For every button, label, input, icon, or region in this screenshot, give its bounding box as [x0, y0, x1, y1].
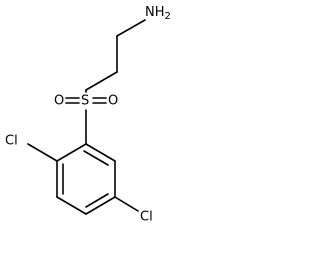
bond-ring-cl-ortho: [27, 143, 58, 162]
amine-label: NH2: [145, 5, 171, 23]
ring-inner-bond-a: [83, 150, 109, 166]
bond-c2-c3: [85, 71, 118, 91]
chemical-structure: NH2 S O O Cl Cl: [5, 5, 171, 225]
chlorine-ortho-label: Cl: [5, 134, 18, 149]
ring-bond-1: [56, 143, 87, 162]
oxygen-right-label: O: [108, 94, 118, 109]
oxygen-left-label: O: [54, 94, 64, 109]
chlorine-meta-label: Cl: [140, 210, 153, 225]
bond-n-c1: [116, 19, 146, 37]
ring-bond-6: [85, 143, 116, 162]
bond-ring-cl-meta: [114, 196, 139, 212]
ring-bond-3: [56, 196, 87, 215]
ring-inner-bond-c: [85, 193, 109, 208]
sulfur-label: S: [81, 94, 89, 109]
ring-bond-4: [85, 196, 116, 215]
